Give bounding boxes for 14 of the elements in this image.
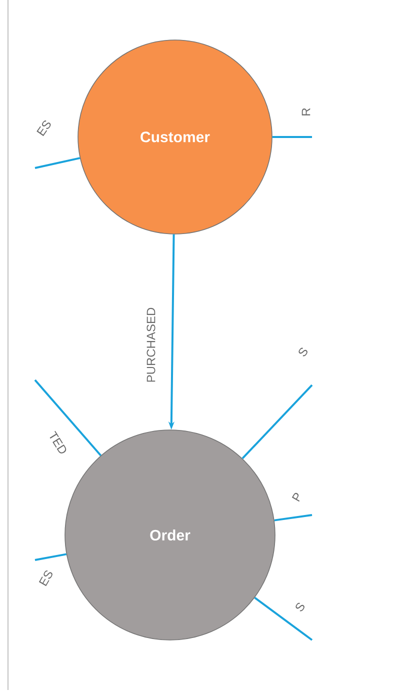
- relationship-line: [274, 514, 312, 522]
- edge-label: PURCHASED: [146, 306, 156, 384]
- relationship-line: [34, 379, 102, 456]
- relationship-line: [34, 157, 80, 169]
- edge-label: S: [296, 344, 310, 360]
- edge-label: P: [290, 490, 304, 504]
- edge-label: ES: [36, 568, 56, 588]
- edge-label: ES: [34, 118, 54, 138]
- edge-label: R: [300, 106, 312, 118]
- relationship-line: [254, 596, 313, 641]
- relationship-line: [242, 384, 313, 460]
- relationship-line: [272, 136, 312, 138]
- edge-label: S: [292, 600, 308, 614]
- relationship-line: [34, 553, 67, 561]
